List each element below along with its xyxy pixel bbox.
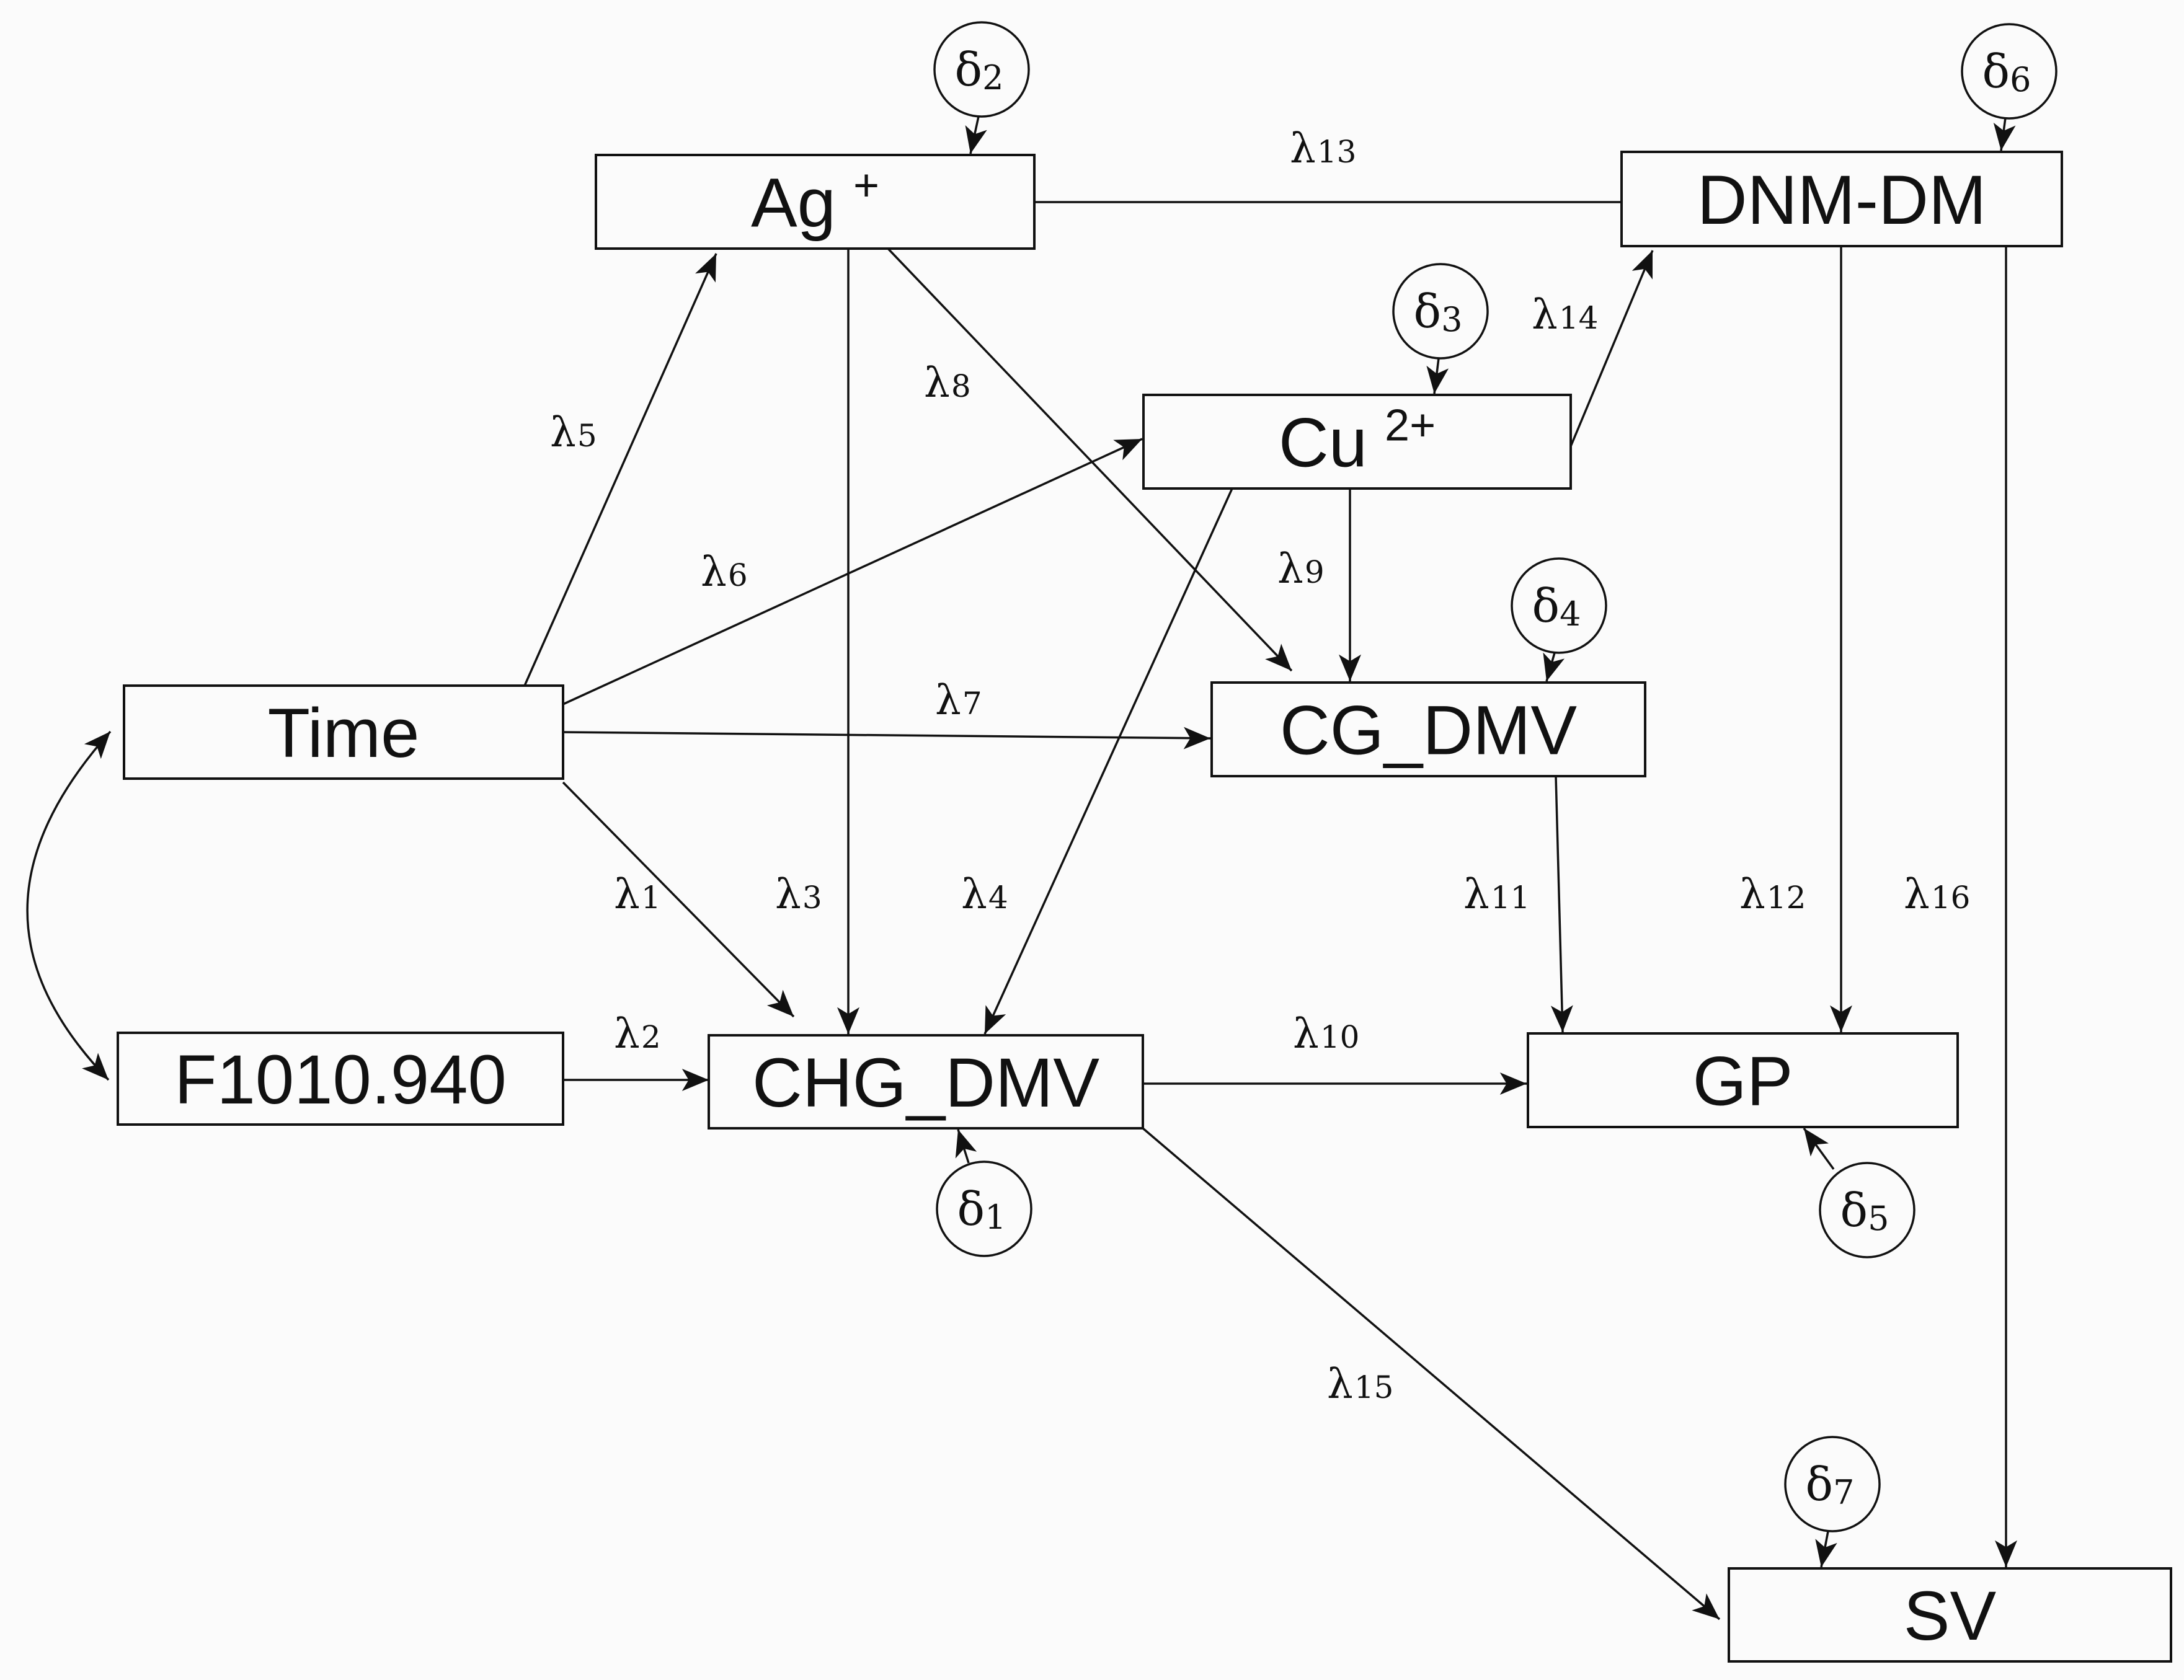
path-coefficient-label: λ16: [1904, 870, 1970, 918]
path-time-to-cu: [562, 438, 1143, 705]
node-label: CG_DMV: [1280, 692, 1577, 769]
error-arrow: [1543, 652, 1565, 682]
error-circle: [936, 1161, 1032, 1257]
node-gp: GP: [1527, 1032, 1959, 1128]
error-circle: [1784, 1436, 1881, 1532]
path-time-to-ag: [523, 253, 717, 686]
node-box: [1142, 394, 1572, 490]
error-circle: [1392, 263, 1489, 360]
error-label: δ1: [957, 1183, 1006, 1237]
node-box: [1210, 681, 1646, 777]
node-time: Time: [123, 684, 564, 780]
node-cg: CG_DMV: [1210, 681, 1646, 777]
path-coefficient-label: λ7: [935, 676, 982, 724]
error-arrow: [955, 1129, 977, 1164]
error-arrow: [1815, 1531, 1837, 1568]
error-arrow: [1803, 1127, 1835, 1170]
node-f1010: F1010.940: [117, 1032, 564, 1126]
node-box: [595, 154, 1036, 250]
error-circle: [933, 21, 1030, 118]
error-arrow: [965, 116, 987, 154]
path-cu-to-chg: [983, 488, 1233, 1035]
path-chg-to-sv: [1142, 1127, 1721, 1620]
path-coefficient-label: λ4: [961, 870, 1008, 918]
node-label: SV: [1904, 1577, 1997, 1655]
error-term-ag: δ2: [933, 21, 1030, 154]
node-label: Ag+: [751, 161, 879, 242]
error-circle: [1819, 1162, 1915, 1258]
node-box: [1527, 1032, 1959, 1128]
path-coefficient-label: λ15: [1327, 1360, 1393, 1408]
error-circle: [1961, 23, 2057, 120]
error-arrow: [1426, 358, 1449, 394]
path-coefficient-label: λ8: [924, 359, 971, 407]
node-chg: CHG_DMV: [708, 1034, 1144, 1130]
error-term-sv: δ7: [1784, 1436, 1881, 1568]
node-sv: SV: [1728, 1567, 2172, 1663]
node-box: [1620, 151, 2063, 247]
path-time-to-chg: [562, 781, 795, 1018]
path-coefficient-label: λ12: [1739, 870, 1806, 918]
path-ag-to-cg: [887, 247, 1293, 672]
error-term-chg: δ1: [936, 1129, 1032, 1257]
node-box: [708, 1034, 1144, 1130]
error-label: δ4: [1532, 580, 1581, 634]
node-label: Time: [268, 694, 420, 772]
error-arrow: [1993, 117, 2016, 151]
path-coefficient-label: λ11: [1463, 870, 1530, 918]
path-coefficient-label: λ5: [550, 409, 597, 456]
node-label: F1010.940: [174, 1041, 507, 1118]
error-label: δ6: [1982, 45, 2031, 99]
path-time-to-cg: [562, 727, 1211, 749]
error-label: δ7: [1806, 1458, 1855, 1512]
node-dnm: DNM-DM: [1620, 151, 2063, 247]
node-label: GP: [1693, 1043, 1793, 1120]
node-box: [1728, 1567, 2172, 1663]
error-label: δ5: [1840, 1184, 1889, 1238]
node-ag: Ag+: [595, 154, 1036, 250]
path-cg-to-gp: [1550, 776, 1573, 1033]
error-term-dnm: δ6: [1961, 23, 2057, 151]
node-box: [123, 684, 564, 780]
node-label: DNM-DM: [1697, 161, 1987, 239]
path-coefficient-label: λ3: [775, 870, 822, 918]
node-box: [117, 1032, 564, 1126]
error-label: δ2: [955, 43, 1004, 97]
path-coefficient-label: λ6: [701, 548, 748, 596]
path-coefficient-label: λ14: [1532, 291, 1598, 338]
error-term-cg: δ4: [1511, 557, 1607, 682]
path-coefficient-label: λ1: [614, 870, 661, 918]
path-coefficient-label: λ2: [614, 1010, 661, 1058]
path-coefficient-label: λ13: [1290, 125, 1356, 172]
path-cu-to-dnm: [1569, 250, 1654, 447]
error-circle: [1511, 557, 1607, 654]
error-term-gp: δ5: [1803, 1127, 1915, 1258]
node-label: CHG_DMV: [752, 1044, 1099, 1121]
error-term-cu: δ3: [1392, 263, 1489, 394]
path-coefficient-label: λ10: [1293, 1010, 1359, 1058]
error-label: δ3: [1414, 285, 1463, 339]
path-coefficient-label: λ9: [1277, 545, 1325, 593]
correlation-arc-time-f1010: [26, 730, 112, 1081]
